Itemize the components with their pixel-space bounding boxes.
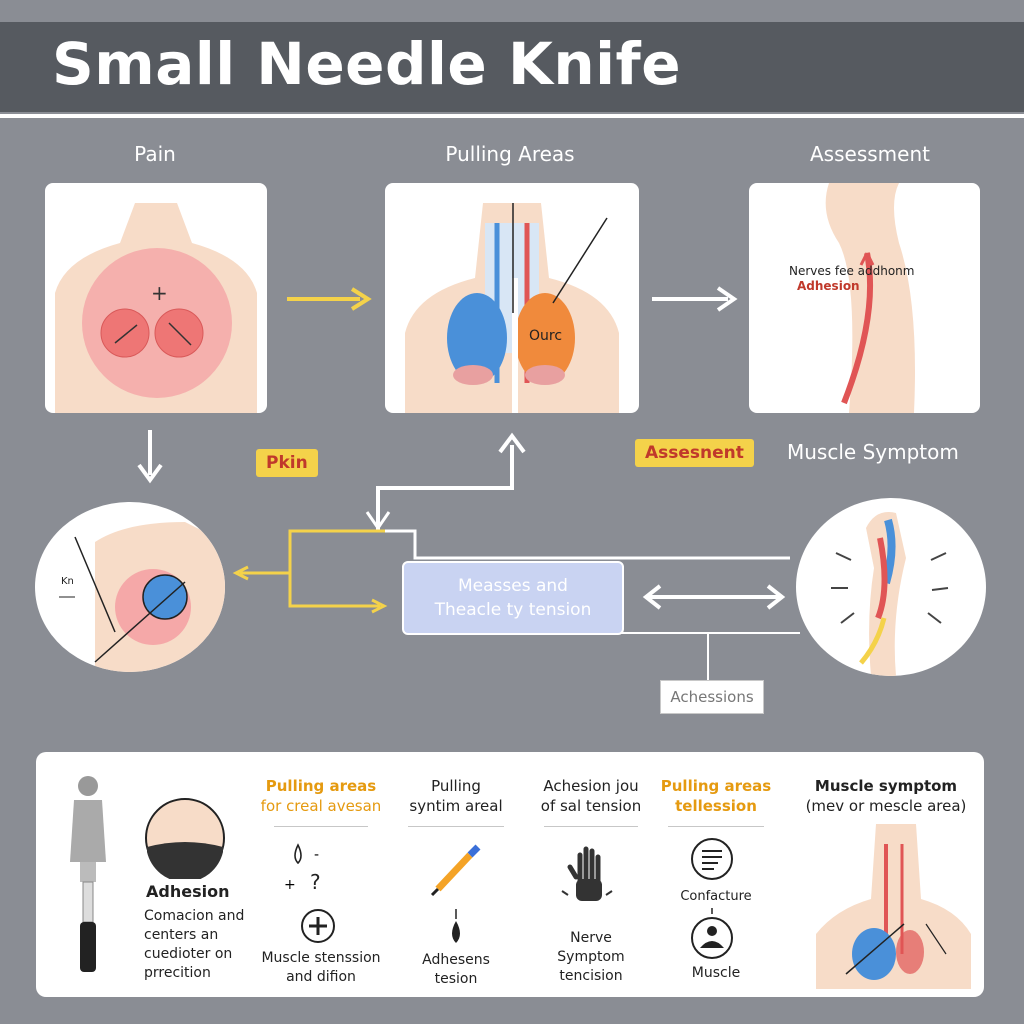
col1-plus-circle-icon: [301, 909, 335, 943]
adhesion-desc-line: prrecition: [144, 965, 211, 981]
column-label-assessment: Assessment: [810, 142, 930, 166]
tag-pkin: Pkin: [256, 449, 318, 477]
summary-column-3: Achesion jou of sal tension Nerve Sympto…: [526, 776, 656, 986]
svg-text:?: ?: [310, 870, 321, 894]
assessment-label-adhesion: Adhesion: [797, 279, 860, 293]
adhesion-desc-line: cuedioter on: [144, 946, 233, 962]
right-circle-arm-illustration: [831, 512, 949, 676]
assessment-panel: Nerves fee addhonm Adhesion: [749, 183, 980, 413]
adhesions-label-box: Achessions: [660, 680, 764, 714]
svg-text:-: -: [314, 847, 319, 863]
col4-rule: [668, 826, 764, 827]
pulling-panel-label: Ourc: [529, 328, 562, 344]
column-label-pulling: Pulling Areas: [445, 142, 575, 166]
column-label-pain: Pain: [134, 142, 176, 166]
col3-footer-line: tencision: [559, 968, 623, 984]
col3-heading: Achesion jou: [543, 777, 639, 795]
pain-panel: +: [45, 183, 267, 413]
col1-footer-line: Muscle stenssion: [261, 950, 381, 966]
col1-drop-question-icon: - + ?: [284, 843, 321, 894]
col1-footer: Muscle stenssion and difion: [256, 949, 386, 987]
bottom-summary-panel: Adhesion Comacion and centers an cuediot…: [36, 752, 984, 997]
col5-heading: Muscle symptom: [814, 777, 958, 795]
summary-column-4: Pulling areas tellession Confacture Musc…: [656, 776, 776, 983]
summary-column-2: Pulling syntim areal Adhesens tesion: [396, 776, 516, 989]
right-circle-panel: [796, 498, 986, 676]
col3-hand-icon: [561, 846, 613, 901]
col2-subheading: syntim areal: [409, 797, 503, 815]
left-circle-panel: Kn: [35, 502, 225, 672]
left-circle-illustration: Kn: [59, 522, 225, 672]
col1-rule: [274, 826, 368, 827]
adhesion-skin-layer-icon: [145, 798, 225, 879]
col3-footer: Nerve Symptom tencision: [526, 929, 656, 986]
col3-rule: [544, 826, 638, 827]
assessment-label-nerves: Nerves fee addhonm: [789, 264, 914, 278]
col3-footer-line: Symptom: [557, 949, 625, 965]
col2-footer: Adhesens tesion: [396, 951, 516, 989]
summary-column-1: Pulling areas for creal avesan - + ? Mus…: [256, 776, 386, 987]
assessment-arm-illustration: Nerves fee addhonm Adhesion: [789, 183, 915, 413]
col2-footer-line: Adhesens: [422, 952, 490, 968]
left-circle-label: Kn: [61, 576, 74, 587]
col4-subheading: tellession: [675, 797, 757, 815]
title-divider: [0, 114, 1024, 118]
tension-box: Measses and Theacle ty tension: [402, 561, 624, 635]
col5-subheading: (mev or mescle area): [805, 797, 967, 815]
page-title: Small Needle Knife: [52, 30, 682, 98]
pulling-neck-illustration: Ourc: [405, 203, 619, 413]
adhesion-description: Comacion and centers an cuedioter on prr…: [144, 907, 244, 983]
col2-rule: [408, 826, 504, 827]
col2-footer-line: tesion: [434, 971, 478, 987]
adhesion-desc-line: Comacion and: [144, 908, 245, 924]
col3-subheading: of sal tension: [540, 797, 642, 815]
col4-heading: Pulling areas: [660, 777, 772, 795]
col1-subheading: for creal avesan: [260, 797, 382, 815]
svg-text:+: +: [284, 877, 296, 893]
col4-mid-label: Confacture: [680, 889, 752, 904]
tension-box-line2: Theacle ty tension: [434, 600, 592, 620]
label-muscle-symptom: Muscle Symptom: [787, 440, 959, 464]
adhesion-title: Adhesion: [146, 882, 230, 901]
col1-footer-line: and difion: [286, 969, 356, 985]
col1-heading: Pulling areas: [265, 777, 377, 795]
figure-and-knife-icon: [70, 776, 106, 972]
title-bar: Small Needle Knife: [0, 22, 1024, 112]
tension-box-line1: Measses and: [458, 576, 568, 596]
col4-list-icon: [691, 838, 733, 880]
col5-neck-illustration: [816, 824, 971, 989]
pain-torso-illustration: +: [55, 203, 257, 413]
pulling-panel: Ourc: [385, 183, 639, 413]
col4-person-icon: [691, 908, 733, 959]
col2-heading: Pulling: [431, 777, 481, 795]
tag-assesnent: Assesnent: [635, 439, 754, 467]
col2-pencil-icon: [430, 844, 481, 897]
col3-footer-line: Nerve: [570, 930, 612, 946]
col4-footer: Muscle: [691, 965, 741, 981]
svg-text:+: +: [151, 281, 168, 305]
col2-drop-icon: [452, 909, 460, 943]
adhesion-desc-line: centers an: [144, 927, 219, 943]
summary-column-5: Muscle symptom (mev or mescle area): [796, 776, 976, 993]
